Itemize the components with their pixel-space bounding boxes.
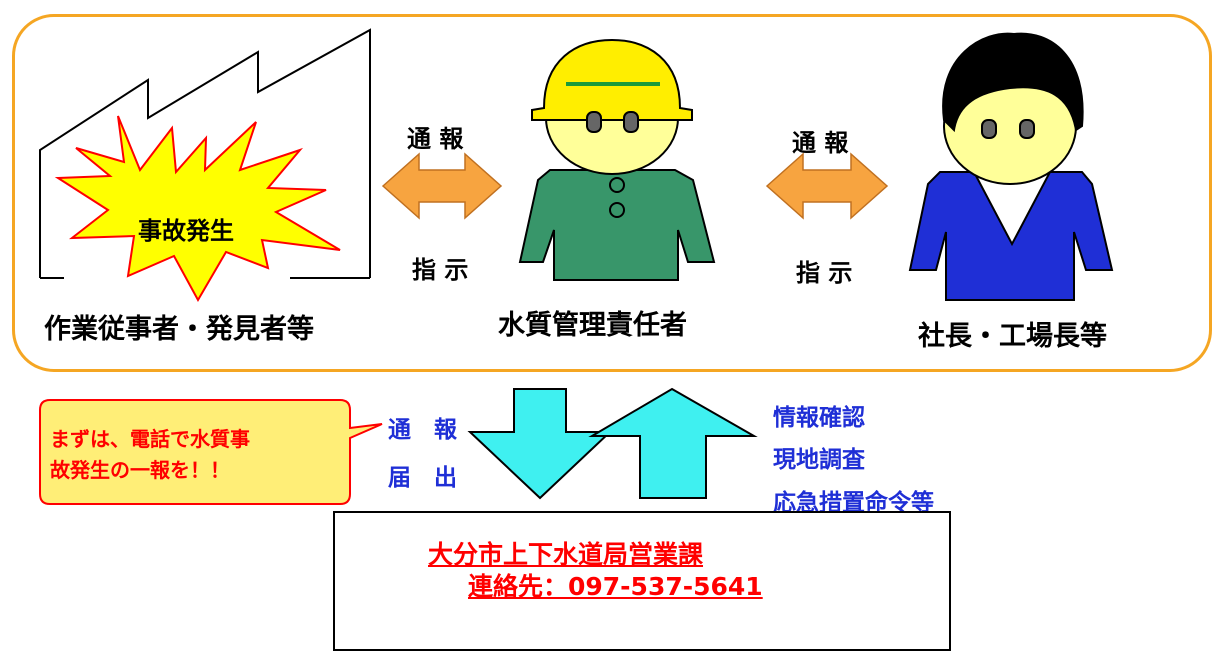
top-frame — [12, 14, 1212, 372]
factory-icon — [39, 28, 371, 279]
callout-line-1: まずは、電話で水質事 — [50, 427, 250, 451]
cyan-up-arrow — [588, 387, 758, 499]
diagram-canvas — [39, 28, 1114, 505]
helmet-person-icon — [518, 38, 716, 281]
action-site-survey: 現地調査 — [773, 447, 865, 473]
manager-label: 水質管理責任者 — [498, 310, 687, 341]
contact-office-link[interactable]: 大分市上下水道局営業課 — [428, 540, 704, 569]
report-label-2: 通 報 — [792, 129, 849, 157]
report-label-lower: 通 報 — [388, 417, 457, 443]
explosion-icon — [54, 115, 341, 303]
worker-label: 作業従事者・発見者等 — [44, 314, 314, 345]
orange-double-arrow-right — [765, 152, 889, 220]
action-info-check: 情報確認 — [773, 405, 865, 431]
callout-line-2: 故発生の一報を！！ — [50, 458, 230, 482]
instruct-label-2: 指 示 — [796, 259, 853, 287]
callout-bubble — [39, 399, 383, 505]
cyan-down-arrow — [467, 388, 613, 500]
president-label: 社長・工場長等 — [918, 321, 1107, 352]
orange-double-arrow-left — [381, 152, 503, 220]
contact-box: 大分市上下水道局営業課 連絡先：097-537-5641 — [333, 511, 951, 651]
submit-label-lower: 届 出 — [388, 465, 457, 491]
report-label-1: 通 報 — [407, 125, 464, 153]
accident-label: 事故発生 — [138, 217, 234, 245]
person-icon — [908, 32, 1114, 301]
instruct-label-1: 指 示 — [412, 256, 469, 284]
contact-phone-link[interactable]: 連絡先：097-537-5641 — [468, 572, 763, 601]
